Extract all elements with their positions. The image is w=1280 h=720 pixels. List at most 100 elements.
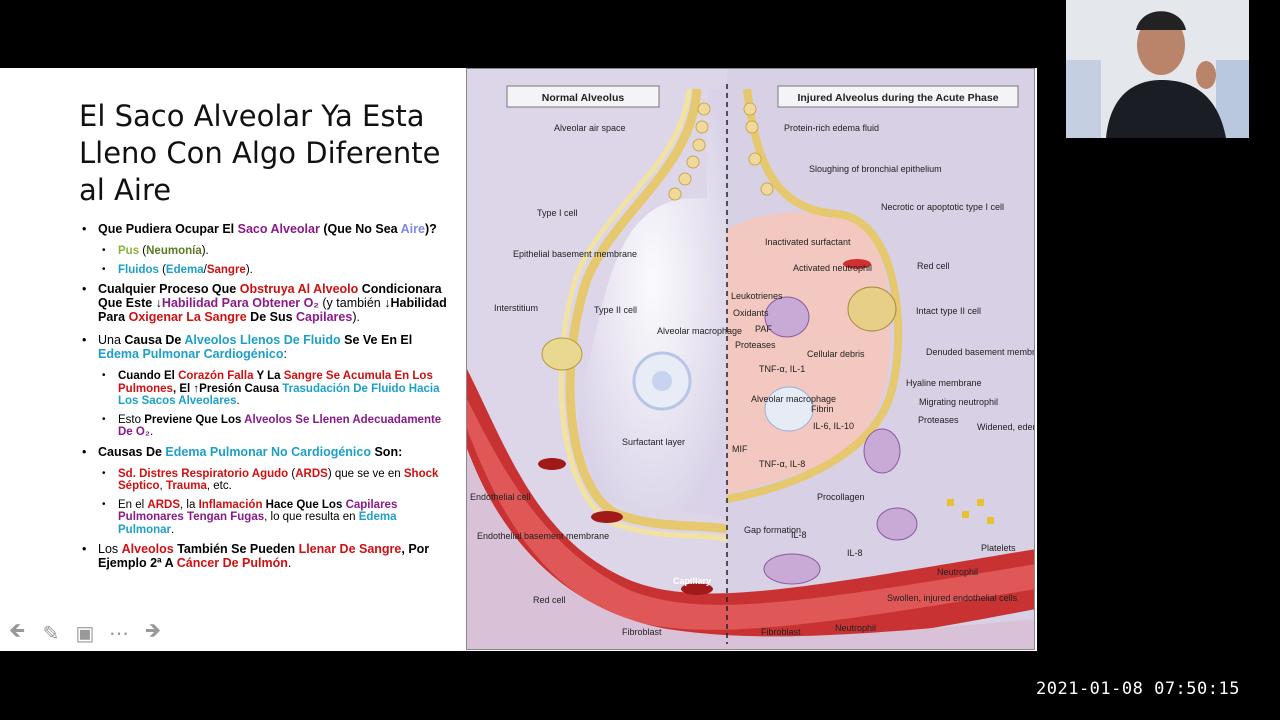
label-denuded: Denuded basement membrane <box>926 347 1035 357</box>
label-capillary: Capillary <box>673 576 711 586</box>
sub-bullet-text-run: Corazón Falla <box>178 370 254 382</box>
sub-bullet-text-run: Hace Que Los <box>262 498 346 511</box>
bullet-text-run: Cualquier Proceso Que <box>98 282 240 296</box>
label-proteases-right: Proteases <box>918 415 959 425</box>
sub-bullet-text-run: , etc. <box>206 480 232 492</box>
bullet-text-run: Edema Pulmonar No Cardiogénico <box>165 444 371 459</box>
more-icon[interactable]: ⋯ <box>109 622 129 645</box>
sub-bullet-text-run: ). <box>201 245 209 257</box>
label-endothelial-basement: Endothelial basement membrane <box>477 531 609 541</box>
bullet-item: Que Pudiera Ocupar El Saco Alveolar (Que… <box>80 222 450 236</box>
bullet-text-run: Obstruya Al Alveolo <box>239 282 359 296</box>
label-alveolar-air-space: Alveolar air space <box>554 123 626 133</box>
label-sloughing: Sloughing of bronchial epithelium <box>809 164 942 174</box>
sub-bullet-item: Pus (Neumonía). <box>100 245 450 258</box>
bullet-text-run: Llenar De Sangre <box>298 542 402 556</box>
sub-bullet-item: Esto Previene Que Los Alveolos Se Llenen… <box>100 414 450 439</box>
bullet-text-run: Una <box>98 333 125 347</box>
label-il8-a: IL-8 <box>791 530 807 540</box>
bullet-text-run: Cáncer De Pulmón <box>176 556 288 570</box>
sub-bullet-text-run: Esto <box>118 413 145 426</box>
label-il6: IL-6, IL-10 <box>813 421 854 431</box>
bullet-text-run: (Que No Sea <box>319 222 401 236</box>
label-paf: PAF <box>755 324 772 334</box>
recording-timestamp: 2021-01-08 07:50:15 <box>1036 679 1240 699</box>
sub-bullet-text-run: ( <box>139 245 147 257</box>
label-inactivated-surfactant: Inactivated surfactant <box>765 237 851 247</box>
bullet-text-run: Oxigenar La Sangre <box>128 310 247 324</box>
sub-bullet-text-run: ( <box>158 263 166 276</box>
bullet-text-run: . <box>287 556 292 570</box>
label-oxidants: Oxidants <box>733 308 769 318</box>
webcam-video <box>1066 0 1249 138</box>
label-fibroblast-right: Fibroblast <box>761 627 801 637</box>
bullet-text-run: : <box>283 347 287 361</box>
label-intact-type-ii: Intact type II cell <box>916 306 981 316</box>
label-fibroblast-left: Fibroblast <box>622 627 662 637</box>
bullet-text-run: También Se Pueden <box>173 542 299 556</box>
sub-bullet-text-run: Y La <box>253 370 284 382</box>
sub-bullet-text-run: Trauma <box>165 480 207 492</box>
back-arrow-icon[interactable]: 🡸 <box>8 620 26 642</box>
label-alveolar-macrophage-right: Alveolar macrophage <box>751 394 836 404</box>
bullet-text-run: Habilidad Para <box>98 296 447 324</box>
bullet-text-run: , Por Ejemplo 2ª A <box>98 542 430 570</box>
label-il8-b: IL-8 <box>847 548 863 558</box>
slideshow-toolbar: 🡸 ✎ ▣ ⋯ 🡺 <box>4 620 166 646</box>
sub-bullet-text-run: Fluidos <box>118 263 159 276</box>
bullet-text-run: Saco Alveolar <box>237 222 320 236</box>
sub-bullet-text-run: ). <box>245 263 253 276</box>
header-injured-alveolus: Injured Alveolus during the Acute Phase <box>797 92 998 104</box>
alveolus-figure: Normal Alveolus Injured Alveolus during … <box>466 68 1035 650</box>
pen-icon[interactable]: ✎ <box>42 622 60 645</box>
bullet-text-run: (y también ↓ <box>318 296 391 310</box>
sub-bullet-text-run: Neumonía <box>146 245 202 257</box>
bullet-list: Que Pudiera Ocupar El Saco Alveolar (Que… <box>80 222 450 579</box>
label-fibrin: Fibrin <box>811 404 834 414</box>
bullet-item: Una Causa De Alveolos Llenos De Fluido S… <box>80 333 450 361</box>
label-activated-neutrophil: Activated neutrophil <box>793 263 872 273</box>
forward-arrow-icon[interactable]: 🡺 <box>144 620 162 642</box>
bullet-text-run: Causas De <box>98 444 166 459</box>
label-platelets: Platelets <box>981 543 1016 553</box>
bullet-text-run: Capilares <box>296 310 353 324</box>
sub-bullet-text-run: ARDS <box>147 498 181 511</box>
sub-bullet-item: Cuando El Corazón Falla Y La Sangre Se A… <box>100 370 450 408</box>
sub-bullet-text-run: Shock Séptico <box>118 467 439 493</box>
sub-bullet-text-run: Edema <box>165 263 204 276</box>
sub-bullet-text-run: Cuando El <box>118 370 179 382</box>
sub-bullet-text-run: Alveolos Se Llenen Adecuadamente De O₂ <box>118 413 442 439</box>
label-cellular-debris: Cellular debris <box>807 349 865 359</box>
label-procollagen: Procollagen <box>817 492 865 502</box>
sub-bullet-text-run: Inflamación <box>198 498 263 511</box>
sub-bullet-item: Sd. Distres Respiratorio Agudo (ARDS) qu… <box>100 468 450 493</box>
bullet-text-run: )? <box>424 222 437 236</box>
sub-bullet-text-run: En el <box>118 498 148 511</box>
bullet-text-run: Se Ve En El <box>340 333 413 347</box>
alveolus-diagram: Normal Alveolus Injured Alveolus during … <box>467 69 1035 649</box>
presentation-slide: El Saco Alveolar Ya Esta Lleno Con Algo … <box>0 68 1037 651</box>
sub-bullet-item: En el ARDS, la Inflamación Hace Que Los … <box>100 499 450 537</box>
bullet-text-run: Los <box>98 542 122 556</box>
sub-bullet-text-run: , <box>159 480 166 492</box>
sub-bullet-text-run: ( <box>288 467 296 480</box>
label-endothelial-cell: Endothelial cell <box>470 492 531 502</box>
bullet-text-run: Condicionara Que Este ↓ <box>98 282 442 310</box>
bullet-item: Causas De Edema Pulmonar No Cardiogénico… <box>80 445 450 459</box>
sub-bullet-text-run: . <box>149 426 154 438</box>
label-alveolar-macrophage-left: Alveolar macrophage <box>657 326 742 336</box>
label-tnf-il8: TNF-α, IL-8 <box>759 459 805 469</box>
header-normal-alveolus: Normal Alveolus <box>542 92 625 104</box>
label-widened: Widened, edematous interstitium <box>977 422 1035 432</box>
label-epithelial-basement: Epithelial basement membrane <box>513 249 637 259</box>
bullet-text-run: Causa De <box>124 333 185 347</box>
slides-icon[interactable]: ▣ <box>75 622 95 645</box>
sub-bullet-text-run: , El ↑Presión Causa <box>172 382 283 395</box>
label-tnf-il1: TNF-α, IL-1 <box>759 364 805 374</box>
slide-title: El Saco Alveolar Ya Esta Lleno Con Algo … <box>79 99 441 207</box>
label-neutrophil-right: Neutrophil <box>937 567 978 577</box>
bullet-item: Los Alveolos También Se Pueden Llenar De… <box>80 542 450 570</box>
bullet-text-run: Habilidad Para Obtener O₂ <box>161 296 319 310</box>
sub-bullet-text-run: , la <box>180 498 199 511</box>
bullet-text-run: Son: <box>371 444 403 459</box>
